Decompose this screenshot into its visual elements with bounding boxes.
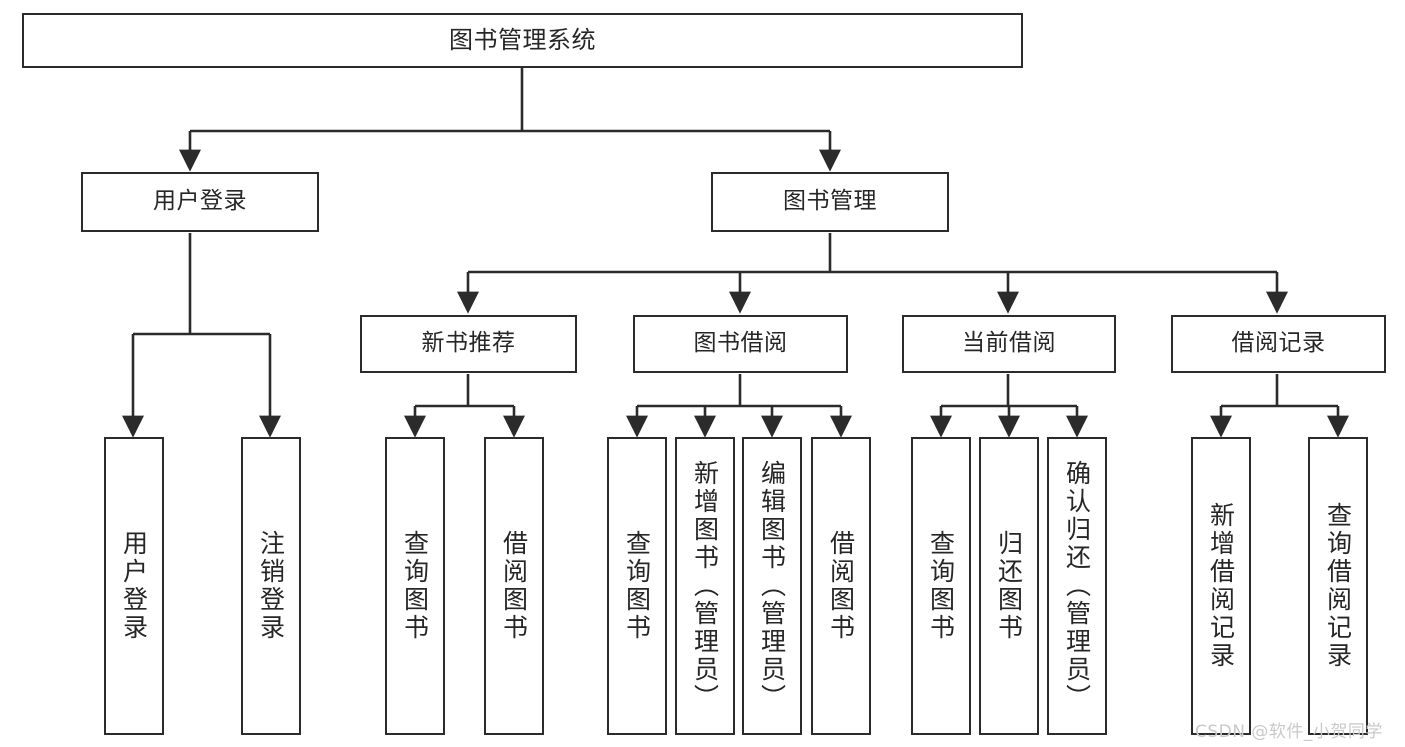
node-user-login-label: 用户登录 bbox=[153, 188, 247, 215]
leaf-user-login[interactable]: 用户登录 bbox=[104, 437, 164, 735]
leaf-query-record[interactable]: 查询借阅记录 bbox=[1308, 437, 1368, 735]
leaf-return-book-label: 归还图书 bbox=[994, 530, 1024, 642]
leaf-edit-book-label: 编辑图书（管理员） bbox=[757, 460, 787, 712]
node-new-book-recommend[interactable]: 新书推荐 bbox=[360, 315, 577, 373]
leaf-add-record-label: 新增借阅记录 bbox=[1206, 502, 1236, 670]
leaf-logout-login-label: 注销登录 bbox=[256, 530, 286, 642]
node-root-label: 图书管理系统 bbox=[449, 26, 596, 55]
node-root[interactable]: 图书管理系统 bbox=[22, 13, 1023, 68]
node-borrow-record-label: 借阅记录 bbox=[1231, 330, 1326, 357]
leaf-query-book-2-label: 查询图书 bbox=[622, 530, 652, 642]
leaf-add-book[interactable]: 新增图书（管理员） bbox=[675, 437, 735, 735]
leaf-query-book-3[interactable]: 查询图书 bbox=[911, 437, 971, 735]
node-new-book-recommend-label: 新书推荐 bbox=[421, 330, 516, 357]
leaf-edit-book[interactable]: 编辑图书（管理员） bbox=[742, 437, 802, 735]
leaf-query-book-1-label: 查询图书 bbox=[400, 530, 430, 642]
node-current-borrow[interactable]: 当前借阅 bbox=[902, 315, 1116, 373]
leaf-query-book-3-label: 查询图书 bbox=[926, 530, 956, 642]
node-book-borrow[interactable]: 图书借阅 bbox=[633, 315, 848, 373]
leaf-user-login-label: 用户登录 bbox=[119, 530, 149, 642]
leaf-query-record-label: 查询借阅记录 bbox=[1323, 502, 1353, 670]
leaf-add-book-label: 新增图书（管理员） bbox=[690, 460, 720, 712]
leaf-add-record[interactable]: 新增借阅记录 bbox=[1191, 437, 1251, 735]
node-user-login[interactable]: 用户登录 bbox=[81, 172, 319, 232]
node-book-borrow-label: 图书借阅 bbox=[693, 330, 788, 357]
leaf-return-book[interactable]: 归还图书 bbox=[979, 437, 1039, 735]
watermark-text: CSDN @软件_小贺同学 bbox=[1195, 722, 1383, 742]
leaf-borrow-book-2[interactable]: 借阅图书 bbox=[811, 437, 871, 735]
node-book-manage-label: 图书管理 bbox=[783, 188, 877, 215]
leaf-logout-login[interactable]: 注销登录 bbox=[241, 437, 301, 735]
leaf-confirm-return[interactable]: 确认归还（管理员） bbox=[1047, 437, 1107, 735]
leaf-borrow-book-1-label: 借阅图书 bbox=[499, 530, 529, 642]
leaf-borrow-book-2-label: 借阅图书 bbox=[826, 530, 856, 642]
node-current-borrow-label: 当前借阅 bbox=[962, 330, 1056, 357]
node-borrow-record[interactable]: 借阅记录 bbox=[1171, 315, 1386, 373]
leaf-borrow-book-1[interactable]: 借阅图书 bbox=[484, 437, 544, 735]
node-book-manage[interactable]: 图书管理 bbox=[711, 172, 949, 232]
leaf-confirm-return-label: 确认归还（管理员） bbox=[1062, 460, 1092, 712]
leaf-query-book-1[interactable]: 查询图书 bbox=[385, 437, 445, 735]
leaf-query-book-2[interactable]: 查询图书 bbox=[607, 437, 667, 735]
